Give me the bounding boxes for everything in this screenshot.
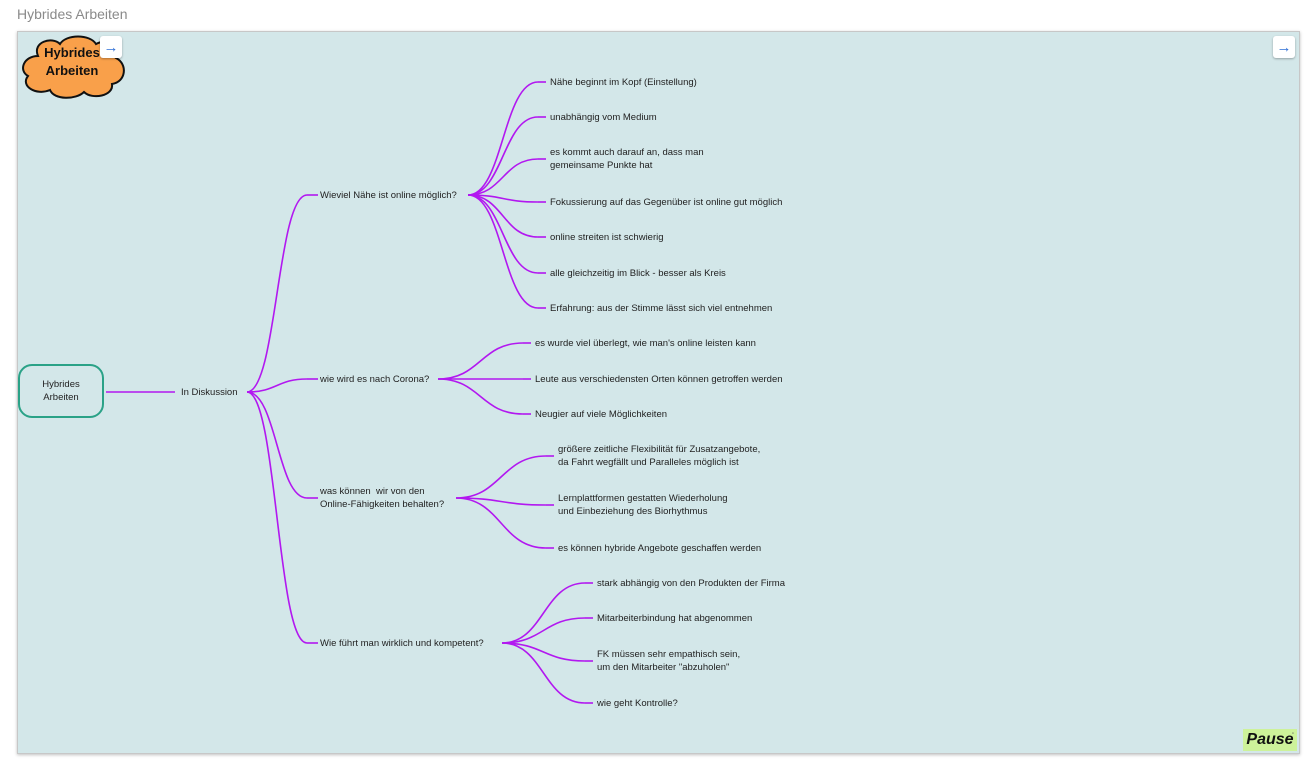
branch-child-link (437, 378, 524, 415)
pause-label: Pause (1246, 731, 1294, 748)
branch-child-link (467, 81, 539, 196)
branch-node[interactable]: was können wir von den Online-Fähigkeite… (320, 486, 445, 510)
branch-child-link (501, 642, 586, 704)
arrow-right-icon[interactable]: → (100, 36, 122, 58)
cloud-shape (22, 35, 125, 99)
hub-node[interactable]: In Diskussion (181, 386, 238, 398)
branch-node[interactable]: Wie führt man wirklich und kompetent? (320, 637, 484, 649)
page-title: Hybrides Arbeiten (17, 6, 128, 22)
branch-child-link (467, 194, 539, 238)
leaf-node[interactable]: alle gleichzeitig im Blick - besser als … (550, 267, 726, 279)
leaf-node[interactable]: wie geht Kontrolle? (597, 697, 678, 709)
hub-branch-link (246, 391, 308, 644)
leaf-node[interactable]: online streiten ist schwierig (550, 231, 664, 243)
branch-child-link (467, 194, 539, 309)
leaf-node[interactable]: Mitarbeiterbindung hat abgenommen (597, 612, 753, 624)
leaf-node[interactable]: Leute aus verschiedensten Orten können g… (535, 373, 783, 385)
cloud-title: Hybrides Arbeiten (44, 45, 100, 78)
leaf-node[interactable]: Fokussierung auf das Gegenüber ist onlin… (550, 196, 783, 208)
pause-button[interactable]: Pause ▫ (1243, 729, 1297, 751)
hub-branch-link (246, 378, 308, 393)
leaf-node[interactable]: es können hybride Angebote geschaffen we… (558, 542, 762, 554)
title-cloud: Hybrides Arbeiten (18, 34, 128, 100)
hub-branch-link (246, 194, 308, 393)
branch-child-link (455, 497, 547, 549)
leaf-node[interactable]: es wurde viel überlegt, wie man's online… (535, 337, 756, 349)
root-node[interactable]: Hybrides Arbeiten (18, 364, 104, 418)
branch-node[interactable]: Wieviel Nähe ist online möglich? (320, 189, 457, 201)
leaf-node[interactable]: stark abhängig von den Produkten der Fir… (597, 577, 785, 589)
leaf-node[interactable]: es kommt auch darauf an, dass man gemein… (550, 147, 704, 171)
branch-child-link (455, 455, 547, 499)
mindmap-canvas[interactable]: Hybrides Arbeiten → → Hybrides Arbeiten … (17, 31, 1300, 754)
leaf-node[interactable]: Erfahrung: aus der Stimme lässt sich vie… (550, 302, 773, 314)
branch-child-link (467, 158, 539, 196)
branch-child-link (437, 342, 524, 380)
branch-links (106, 81, 593, 704)
leaf-node[interactable]: unabhängig vom Medium (550, 111, 657, 123)
pause-indicator-icon: ▫ (1291, 731, 1294, 737)
leaf-node[interactable]: Lernplattformen gestatten Wiederholung u… (558, 493, 728, 517)
hub-branch-link (246, 391, 308, 499)
branch-child-link (467, 194, 539, 274)
leaf-node[interactable]: FK müssen sehr empathisch sein, um den M… (597, 649, 741, 673)
leaf-node[interactable]: Neugier auf viele Möglichkeiten (535, 408, 668, 420)
arrow-right-icon[interactable]: → (1273, 36, 1295, 58)
branch-child-link (501, 582, 586, 644)
leaf-node[interactable]: größere zeitliche Flexibilität für Zusat… (558, 444, 761, 468)
branch-child-link (455, 497, 547, 506)
branch-child-link (501, 642, 586, 662)
branch-node[interactable]: wie wird es nach Corona? (320, 373, 430, 385)
branch-child-link (501, 617, 586, 644)
branch-child-link (467, 116, 539, 196)
leaf-node[interactable]: Nähe beginnt im Kopf (Einstellung) (550, 76, 697, 88)
